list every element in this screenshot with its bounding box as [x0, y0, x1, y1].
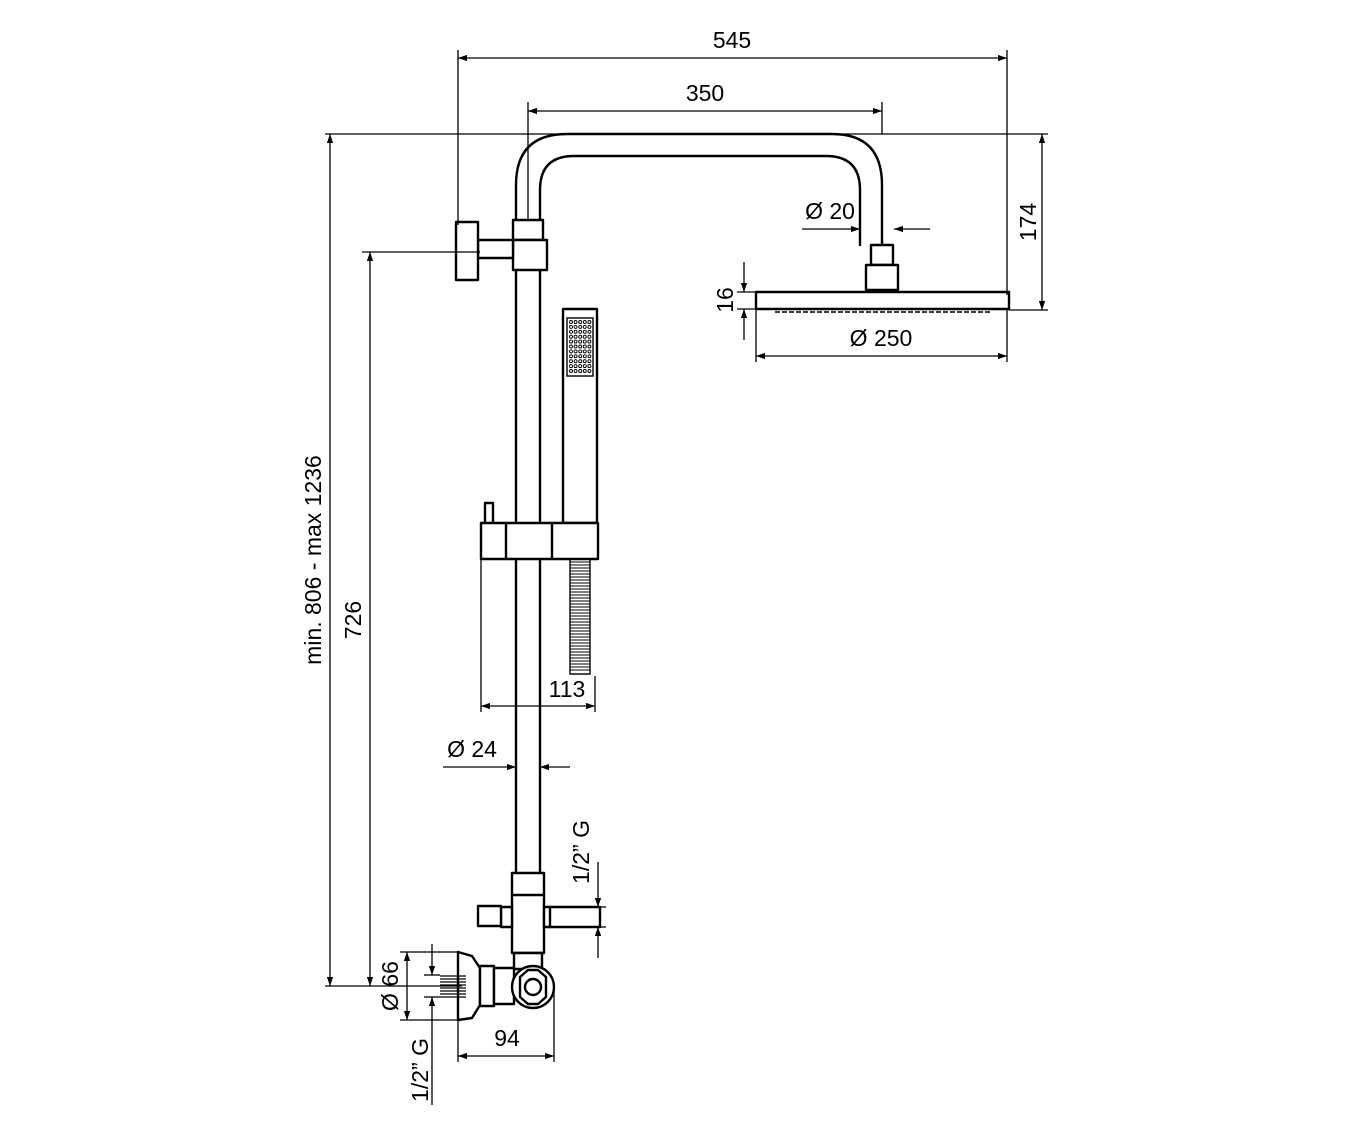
- dim-arm-diameter-label: Ø 20: [805, 198, 855, 224]
- dimension-slider-width: 113: [480, 559, 596, 712]
- dim-rail-diameter-label: Ø 24: [447, 736, 497, 762]
- dim-head-drop-label: 174: [1015, 203, 1041, 242]
- hand-shower-nozzles: [569, 320, 592, 373]
- dim-head-thickness-label: 16: [712, 287, 738, 313]
- dimension-rail-height: 726: [340, 251, 480, 986]
- dimension-flange-diameter: Ø 66: [377, 951, 458, 1021]
- hand-shower-hose: [569, 558, 591, 675]
- dimension-arm-length: 350: [527, 80, 883, 220]
- dim-flange-diameter-label: Ø 66: [377, 961, 403, 1011]
- dimension-overall-height: min. 806 - max 1236: [300, 134, 462, 987]
- dimension-head-diameter: Ø 250: [755, 309, 1008, 362]
- dimension-rail-diameter: Ø 24: [443, 736, 570, 771]
- dimension-inlet-thread: 1/2” G: [407, 944, 440, 1105]
- shower-column-outline: [440, 132, 1011, 1022]
- dim-overall-height-label: min. 806 - max 1236: [300, 455, 326, 665]
- dimension-arm-diameter: Ø 20: [802, 198, 930, 233]
- dim-slider-width-label: 113: [549, 676, 586, 702]
- dim-overall-width-label: 545: [713, 27, 751, 53]
- inlet-thread: [440, 975, 466, 998]
- dim-outlet-thread-label: 1/2” G: [568, 820, 594, 884]
- dimension-overall-width: 545: [457, 27, 1008, 295]
- dimension-head-drop: 174: [325, 133, 1048, 311]
- dim-inlet-thread-label: 1/2” G: [407, 1038, 433, 1102]
- dimension-outlet-thread: 1/2” G: [568, 820, 606, 958]
- dimension-mixer-depth: 94: [457, 990, 555, 1062]
- dim-arm-length-label: 350: [686, 80, 724, 106]
- dim-mixer-depth-label: 94: [494, 1025, 520, 1051]
- dim-head-diameter-label: Ø 250: [850, 325, 913, 351]
- dim-rail-height-label: 726: [340, 601, 366, 639]
- dimension-head-thickness: 16: [712, 262, 756, 340]
